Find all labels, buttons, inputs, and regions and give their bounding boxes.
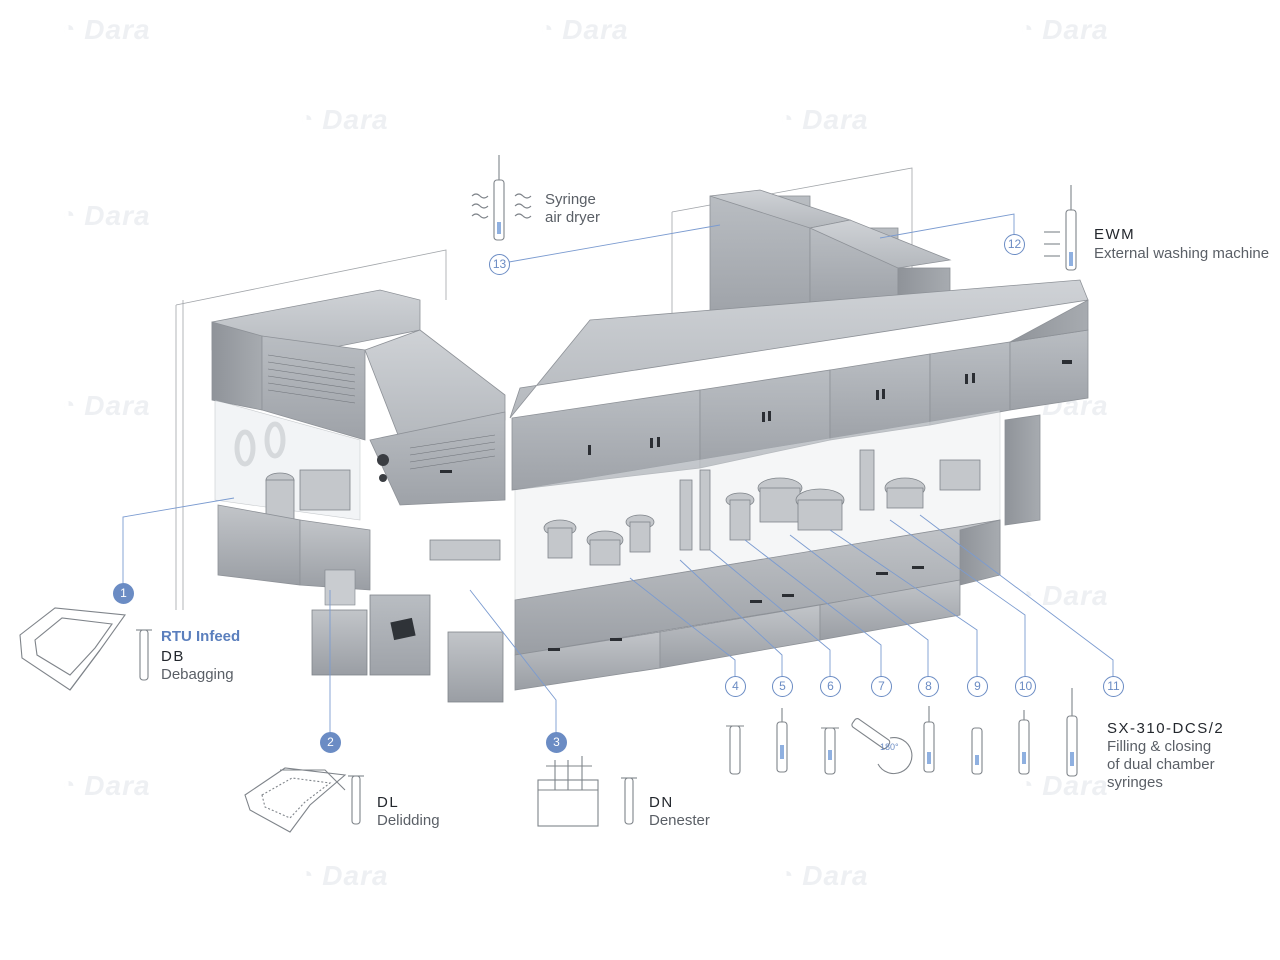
watermark: Dara: [1020, 14, 1109, 46]
station-marker: 11: [1103, 676, 1124, 697]
watermark: Dara: [62, 770, 151, 802]
sx-line1: Filling & closing: [1107, 738, 1212, 755]
rtu-infeed-label: RTU Infeed: [161, 628, 241, 645]
station-marker: 13: [489, 254, 510, 275]
station-marker: 3: [546, 732, 567, 753]
watermark: Dara: [780, 860, 869, 892]
dl-code: DL: [377, 794, 400, 811]
station-marker: 9: [967, 676, 988, 697]
dryer-label-line1: Syringe: [545, 191, 596, 208]
db-code: DB: [161, 648, 185, 665]
watermark: Dara: [300, 104, 389, 136]
sx-line3: syringes: [1107, 774, 1163, 791]
ewm-code: EWM: [1094, 226, 1136, 243]
station-marker: 6: [820, 676, 841, 697]
station-marker: 10: [1015, 676, 1036, 697]
watermark: Dara: [300, 860, 389, 892]
watermark: Dara: [1020, 770, 1109, 802]
dn-code: DN: [649, 794, 674, 811]
station-marker: 4: [725, 676, 746, 697]
watermark: Dara: [62, 390, 151, 422]
sx-code: SX-310-DCS/2: [1107, 720, 1225, 737]
dryer-label-line2: air dryer: [545, 209, 601, 226]
dl-name: Delidding: [377, 812, 440, 829]
ewm-name: External washing machine: [1094, 245, 1270, 262]
station-marker: 8: [918, 676, 939, 697]
dn-name: Denester: [649, 812, 710, 829]
watermark: Dara: [62, 14, 151, 46]
station-marker: 1: [113, 583, 134, 604]
station-marker: 2: [320, 732, 341, 753]
watermark: Dara: [62, 200, 151, 232]
station-marker: 7: [871, 676, 892, 697]
watermark: Dara: [780, 104, 869, 136]
sx-line2: of dual chamber: [1107, 756, 1215, 773]
station-marker: 5: [772, 676, 793, 697]
rotate-label: 180°: [880, 742, 899, 752]
watermark: Dara: [1020, 580, 1109, 612]
watermark: Dara: [540, 14, 629, 46]
station-marker: 12: [1004, 234, 1025, 255]
db-name: Debagging: [161, 666, 234, 683]
